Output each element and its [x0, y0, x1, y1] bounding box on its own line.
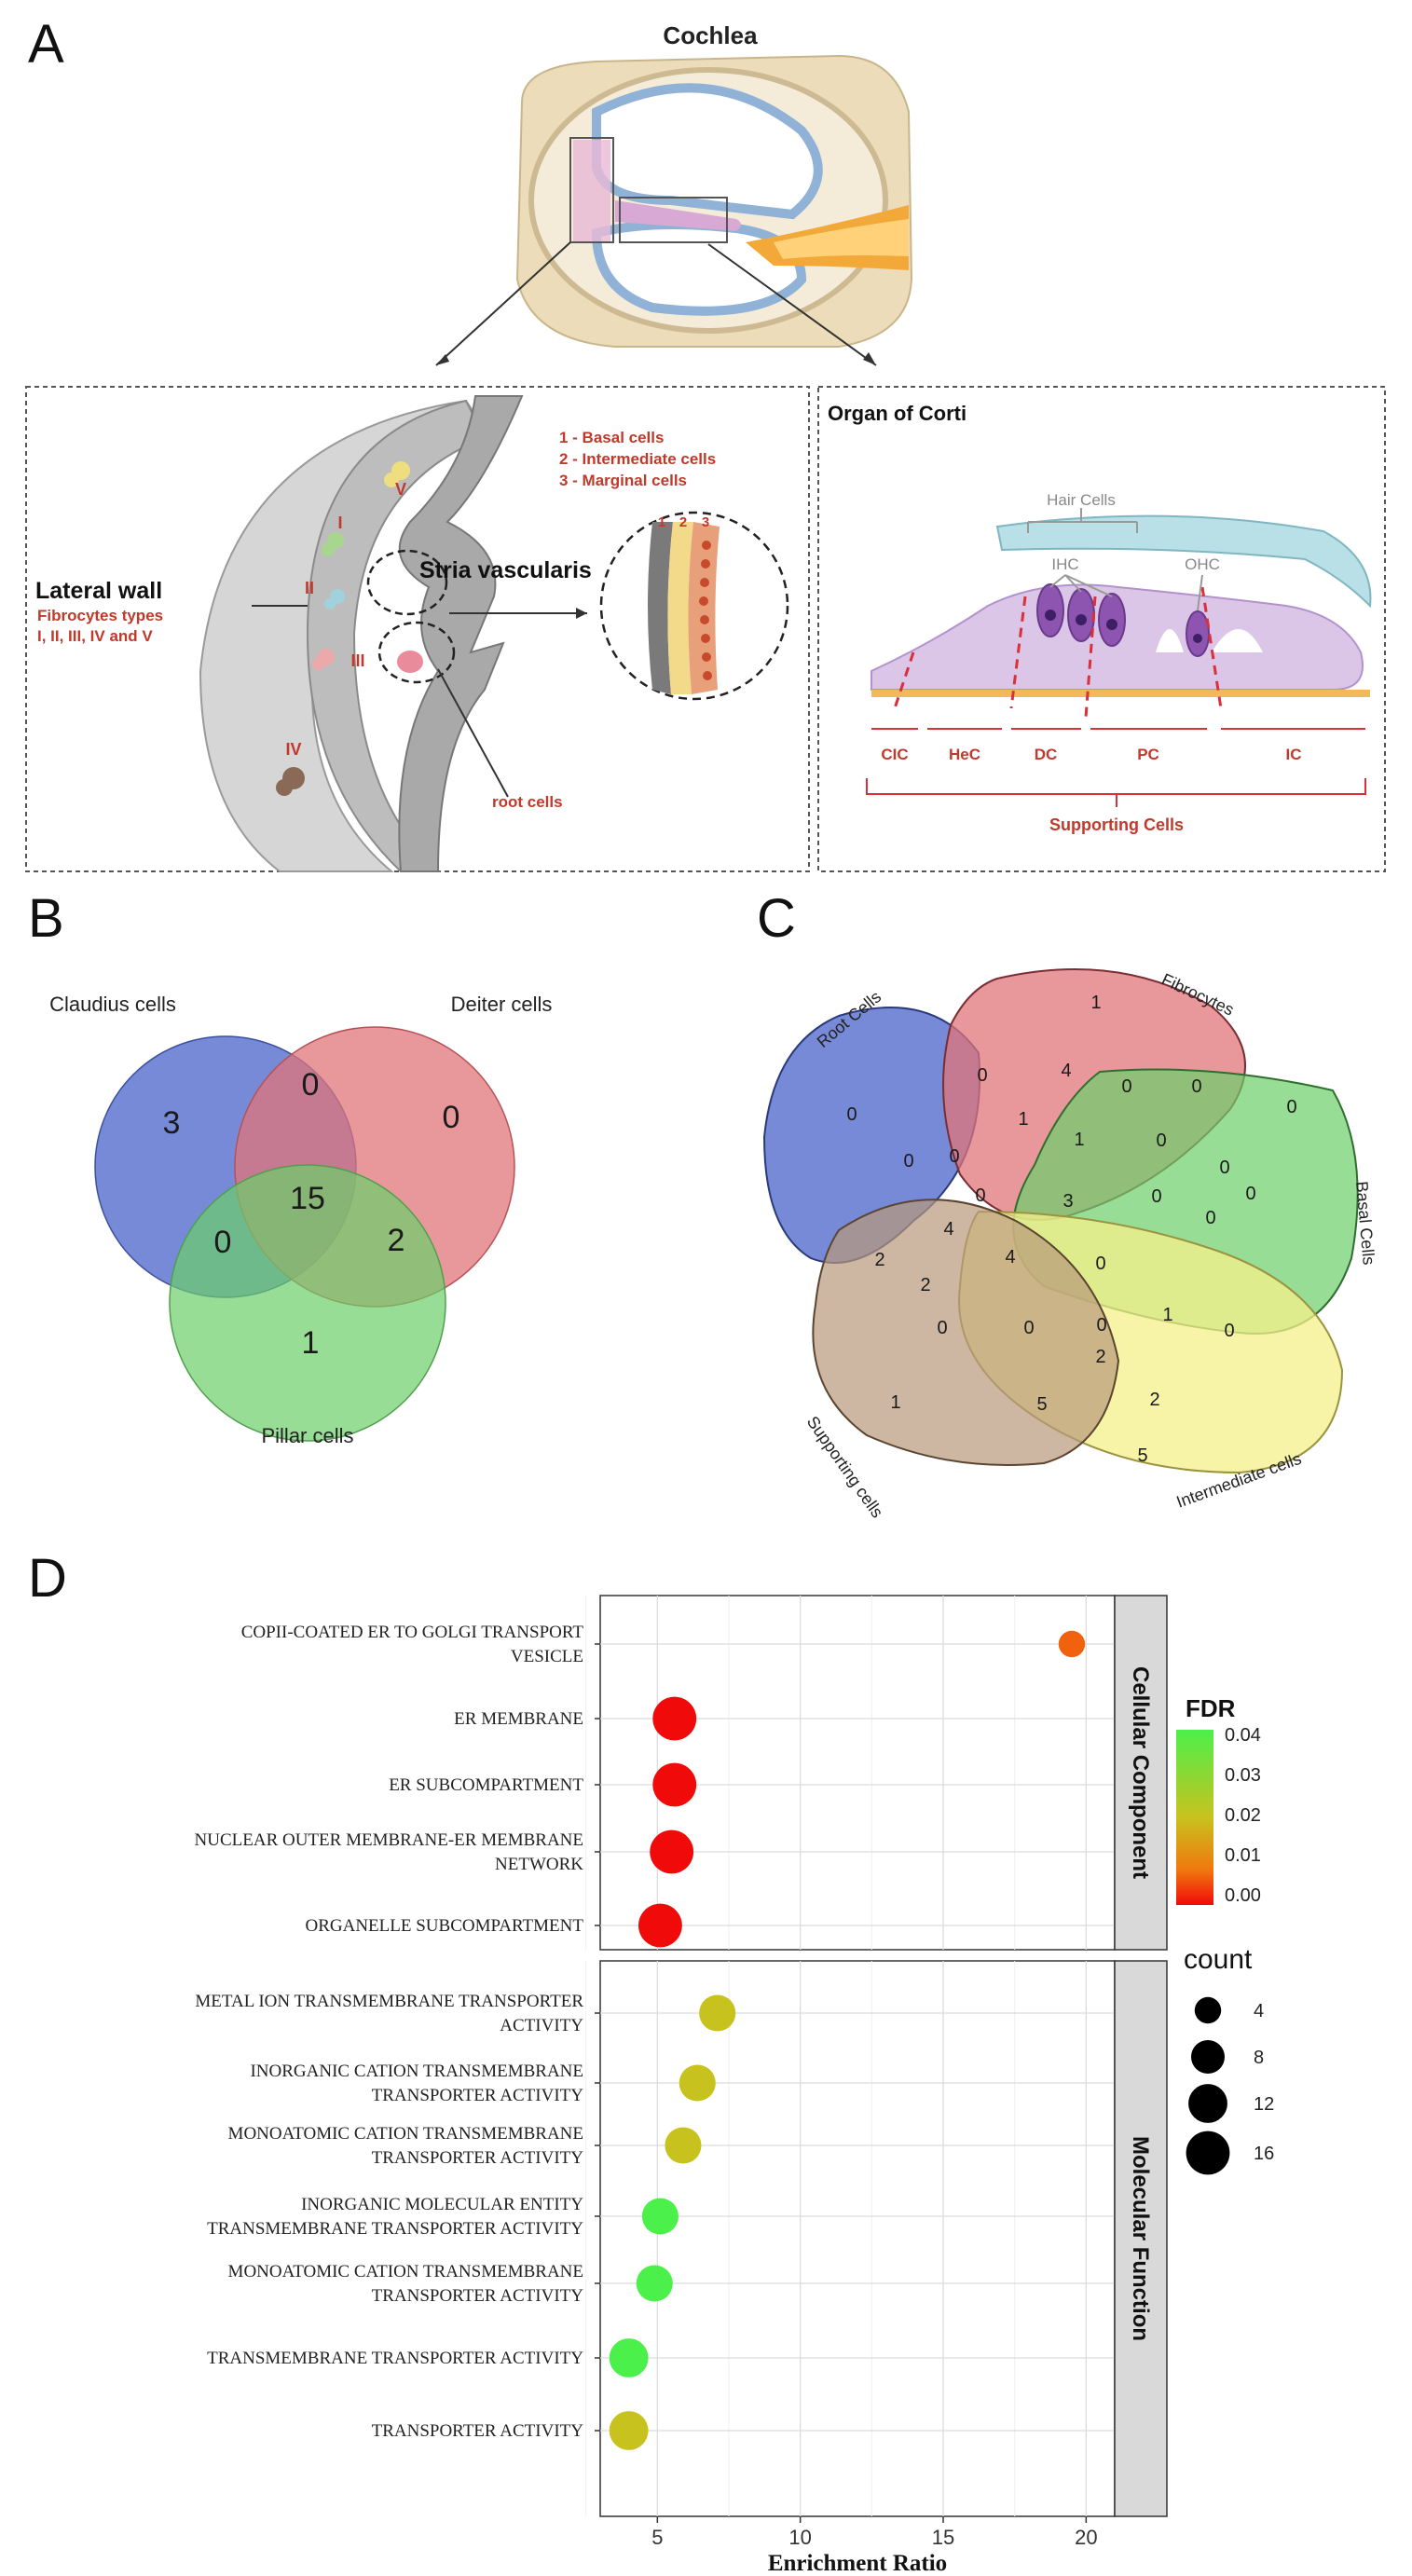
enrichment-point [665, 2127, 702, 2164]
ohc-label: OHC [1185, 555, 1220, 573]
dc-label: DC [1035, 746, 1058, 763]
enrichment-point [609, 2411, 649, 2450]
panel-label-d: D [28, 1548, 67, 1609]
zoom-number-1: 1 [658, 514, 665, 530]
fdr-tick: 0.01 [1225, 1845, 1261, 1866]
enrichment-point [638, 1903, 682, 1948]
x-tick-label: 5 [651, 2526, 663, 2549]
count-legend-dot [1190, 2039, 1226, 2075]
organ-of-corti-illustration [866, 508, 1372, 807]
panel-label-c: C [757, 888, 796, 949]
hec-label: HeC [949, 746, 980, 763]
enrichment-point [636, 2265, 673, 2302]
organ-of-corti-title: Organ of Corti [828, 402, 966, 425]
roman-iii: III [350, 651, 364, 670]
count-legend-dot [1194, 1996, 1222, 2024]
facet-label-cellular: Cellular Component [1128, 1666, 1153, 1879]
panel-a-figure: Cochlea V I II III IV Lateral wall Fibro… [25, 21, 1386, 872]
panel-label-a: A [28, 14, 64, 75]
count-legend-dot [1186, 2131, 1230, 2175]
fdr-colorbar [1176, 1730, 1213, 1905]
facet-strip-molecular [1114, 1960, 1168, 2517]
facet-strip-cellular [1114, 1595, 1168, 1951]
pc-label: PC [1137, 746, 1159, 763]
zoom-number-2: 2 [679, 514, 687, 530]
fibrocytes-line-1: Fibrocytes types [37, 607, 163, 624]
count-legend-title: count [1184, 1944, 1253, 1975]
fdr-tick: 0.00 [1225, 1885, 1261, 1906]
stria-vascularis-title: Stria vascularis [419, 557, 592, 583]
fdr-tick: 0.03 [1225, 1765, 1261, 1786]
cochlea-illustration [435, 54, 913, 366]
category-label: ER MEMBRANE [454, 1709, 583, 1729]
hair-cells-label: Hair Cells [1047, 491, 1116, 509]
legend-marginal: 3 - Marginal cells [559, 472, 687, 489]
enrichment-point [652, 1696, 697, 1741]
facet-label-molecular: Molecular Function [1128, 2136, 1153, 2341]
root-cells-label: root cells [492, 793, 563, 811]
ic-label: IC [1286, 746, 1302, 763]
enrichment-point [652, 1762, 697, 1807]
category-label: TRANSPORTER ACTIVITY [372, 2421, 584, 2441]
count-legend-dot [1188, 2084, 1227, 2123]
zoom-number-3: 3 [702, 514, 709, 530]
cic-label: CIC [881, 746, 908, 763]
lateral-wall-illustration [199, 395, 789, 872]
enrichment-point [650, 1829, 694, 1874]
enrichment-point [679, 2064, 716, 2102]
facet-panel-molecular [599, 1960, 1116, 2517]
roman-ii: II [305, 579, 314, 597]
roman-iv: IV [285, 740, 301, 759]
fdr-tick: 0.02 [1225, 1805, 1261, 1826]
roman-v: V [395, 480, 406, 499]
panel-label-b: B [28, 888, 64, 949]
category-label: ORGANELLE SUBCOMPARTMENT [306, 1916, 584, 1936]
category-label: TRANSMEMBRANE TRANSPORTER ACTIVITY [207, 2349, 583, 2368]
supporting-cells-label: Supporting Cells [1049, 815, 1184, 834]
x-axis-title: Enrichment Ratio [768, 2551, 947, 2576]
x-tick-label: 10 [788, 2526, 811, 2549]
enrichment-point [609, 2338, 649, 2377]
enrichment-point [699, 1994, 736, 2032]
ihc-label: IHC [1051, 555, 1078, 573]
count-legend-label: 4 [1254, 2001, 1264, 2021]
x-tick-label: 15 [932, 2526, 954, 2549]
x-tick-label: 20 [1075, 2526, 1097, 2549]
fibrocytes-line-2: I, II, III, IV and V [37, 627, 153, 645]
legend-basal: 1 - Basal cells [559, 429, 664, 446]
count-legend-label: 12 [1254, 2094, 1274, 2115]
count-legend-label: 8 [1254, 2048, 1264, 2068]
category-label: ER SUBCOMPARTMENT [389, 1775, 583, 1795]
fdr-tick: 0.04 [1225, 1725, 1261, 1746]
roman-i: I [337, 514, 342, 532]
enrichment-point [641, 2198, 679, 2235]
legend-intermediate: 2 - Intermediate cells [559, 450, 716, 468]
cochlea-title: Cochlea [663, 21, 758, 49]
fdr-legend-title: FDR [1186, 1694, 1236, 1722]
lateral-wall-title: Lateral wall [35, 578, 162, 604]
count-legend-label: 16 [1254, 2144, 1274, 2164]
enrichment-point [1058, 1630, 1086, 1658]
